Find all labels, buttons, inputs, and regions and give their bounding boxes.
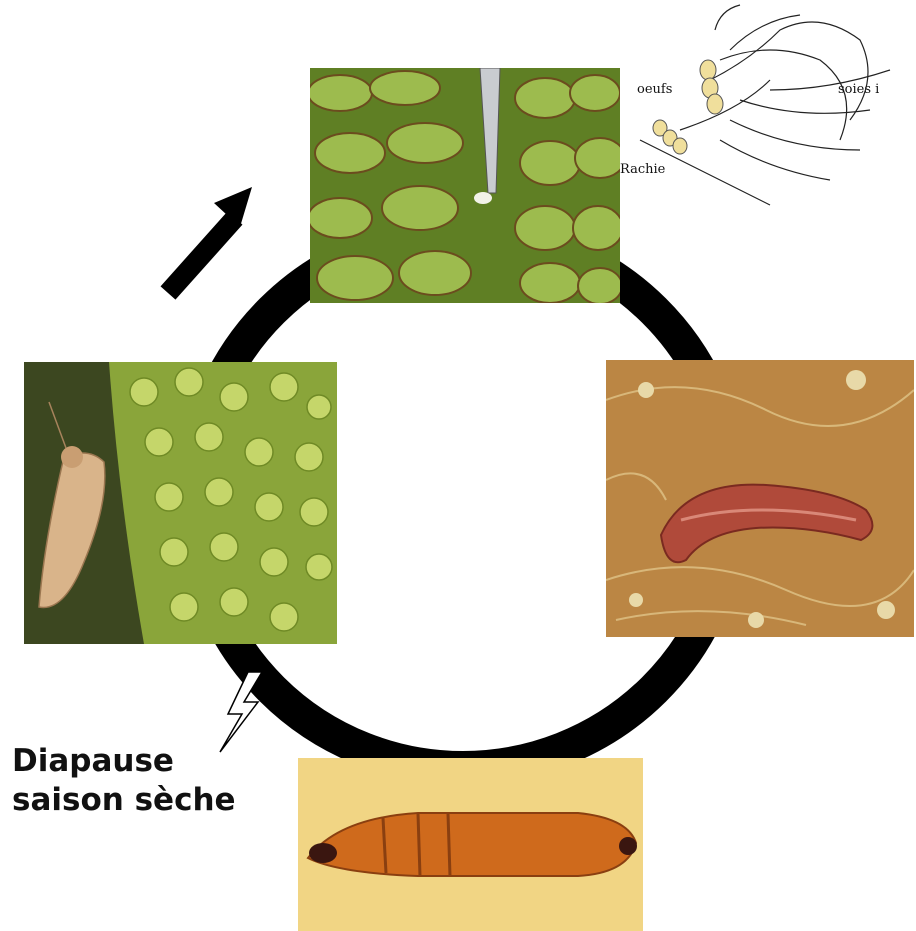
pupa-photo [298,758,643,931]
larva-photo [606,360,914,637]
spikelet-drawing: oeufs soies i Rachie [620,0,910,210]
diapause-line-2: saison sèche [12,781,236,820]
setae-label: soies i [838,82,879,97]
cycle-arrow [168,187,252,293]
moth-photo [24,362,337,644]
diapause-line-1: Diapause [12,742,236,781]
eggs-label: oeufs [637,82,672,97]
rachis-label: Rachie [620,162,665,177]
eggs-photo [310,68,620,303]
diapause-caption: Diapause saison sèche [12,742,236,820]
